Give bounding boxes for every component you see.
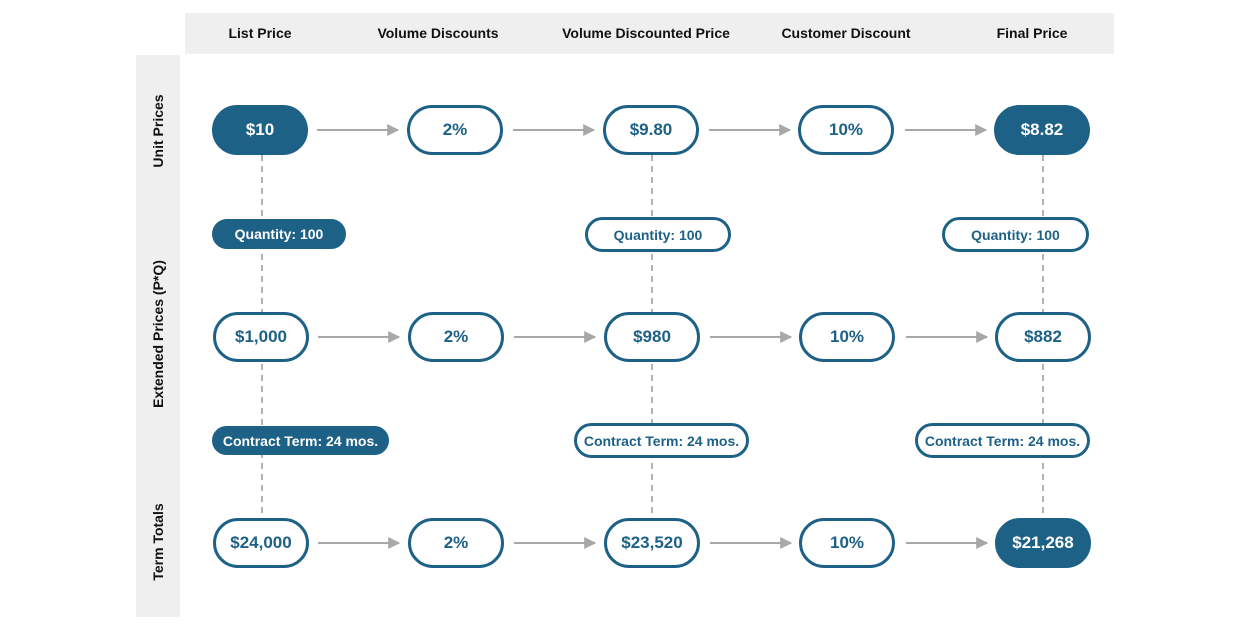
contract-term-pill-list: Contract Term: 24 mos. [212,426,389,455]
node-unit-discounted-price: $9.80 [603,105,699,155]
contract-term-pill-discounted: Contract Term: 24 mos. [574,423,749,458]
node-term-final-price: $21,268 [995,518,1091,568]
column-header-customer-discount: Customer Discount [781,25,911,41]
node-term-discounted-price: $23,520 [604,518,700,568]
quantity-pill-final: Quantity: 100 [942,217,1089,252]
column-header-final-price: Final Price [996,25,1068,41]
quantity-pill-list: Quantity: 100 [212,219,346,249]
quantity-pill-discounted: Quantity: 100 [585,217,731,252]
column-header-bar [185,13,1114,54]
node-extended-list-price: $1,000 [213,312,309,362]
node-term-list-price: $24,000 [213,518,309,568]
node-extended-customer-discount: 10% [799,312,895,362]
node-extended-discounted-price: $980 [604,312,700,362]
row-label-bar [136,55,180,617]
column-header-volume-discounted-price: Volume Discounted Price [562,25,730,41]
node-unit-customer-discount: 10% [798,105,894,155]
node-extended-final-price: $882 [995,312,1091,362]
contract-term-pill-final: Contract Term: 24 mos. [915,423,1090,458]
node-extended-volume-discount: 2% [408,312,504,362]
node-unit-volume-discount: 2% [407,105,503,155]
node-term-customer-discount: 10% [799,518,895,568]
column-header-volume-discounts: Volume Discounts [377,25,499,41]
node-term-volume-discount: 2% [408,518,504,568]
column-header-list-price: List Price [228,25,292,41]
node-unit-list-price: $10 [212,105,308,155]
node-unit-final-price: $8.82 [994,105,1090,155]
